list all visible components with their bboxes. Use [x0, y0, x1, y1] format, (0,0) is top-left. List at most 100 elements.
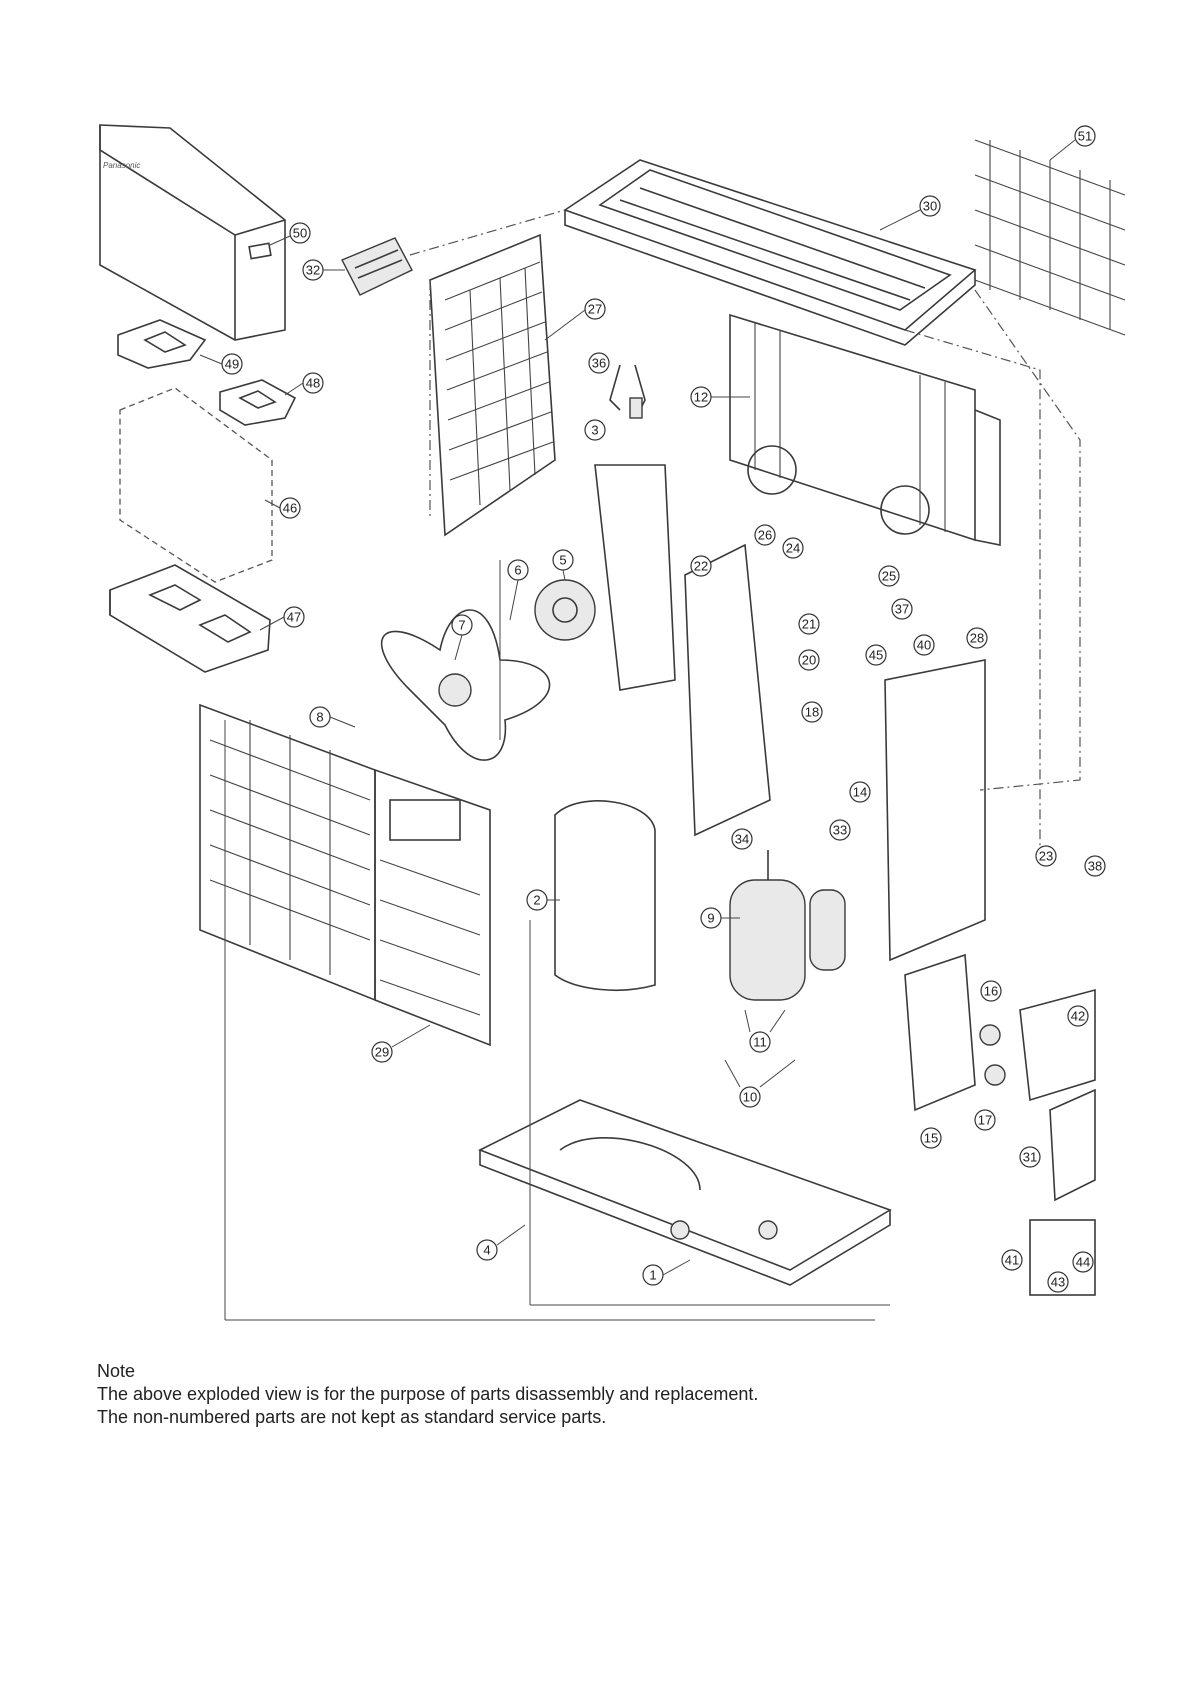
part-control-panel-28: [885, 660, 985, 960]
part-heat-exchanger-12: [730, 315, 1000, 545]
svg-text:46: 46: [283, 501, 297, 516]
svg-text:4: 4: [483, 1243, 490, 1258]
part-cover-31: [1050, 1090, 1095, 1200]
callout-30: 30: [920, 196, 940, 216]
callout-37: 37: [892, 599, 912, 619]
part-panel-46: [120, 388, 272, 582]
svg-text:7: 7: [458, 618, 465, 633]
part-panel-22: [685, 545, 770, 835]
part-valves-16-17: [980, 1025, 1005, 1085]
svg-text:50: 50: [293, 226, 307, 241]
svg-text:47: 47: [287, 610, 301, 625]
callout-14: 14: [850, 782, 870, 802]
svg-text:45: 45: [869, 648, 883, 663]
callout-24: 24: [783, 538, 803, 558]
callout-29: 29: [372, 1042, 392, 1062]
assembly-lines: [225, 210, 1080, 1320]
callout-28: 28: [967, 628, 987, 648]
svg-text:27: 27: [588, 302, 602, 317]
part-insulation-2: [555, 801, 655, 990]
callout-44: 44: [1073, 1252, 1093, 1272]
callout-11: 11: [750, 1032, 770, 1052]
callout-21: 21: [799, 614, 819, 634]
svg-text:43: 43: [1051, 1275, 1065, 1290]
svg-text:30: 30: [923, 199, 937, 214]
callout-40: 40: [914, 635, 934, 655]
part-tray-47: [110, 565, 270, 672]
part-base-pan-1: [480, 1100, 890, 1285]
callout-47: 47: [284, 607, 304, 627]
callout-23: 23: [1036, 846, 1056, 866]
callout-27: 27: [585, 299, 605, 319]
part-box: Panasonic: [100, 125, 285, 340]
part-valve-plate-15: [905, 955, 975, 1110]
svg-text:10: 10: [743, 1090, 757, 1105]
svg-text:25: 25: [882, 569, 896, 584]
note-heading: Note: [97, 1360, 758, 1383]
svg-text:2: 2: [533, 893, 540, 908]
callout-4: 4: [477, 1240, 497, 1260]
svg-text:5: 5: [559, 553, 566, 568]
callout-9: 9: [701, 908, 721, 928]
callout-3: 3: [585, 420, 605, 440]
part-front-grille-29: [200, 705, 490, 1045]
part-bracket-49: [118, 320, 205, 368]
svg-text:12: 12: [694, 390, 708, 405]
svg-text:14: 14: [853, 785, 867, 800]
callout-43: 43: [1048, 1272, 1068, 1292]
note-block: Note The above exploded view is for the …: [97, 1360, 758, 1429]
callout-45: 45: [866, 645, 886, 665]
svg-text:42: 42: [1071, 1009, 1085, 1024]
part-wires-36: [610, 365, 645, 418]
svg-text:31: 31: [1023, 1150, 1037, 1165]
note-line-2: The non-numbered parts are not kept as s…: [97, 1406, 758, 1429]
svg-text:3: 3: [591, 423, 598, 438]
callout-32: 32: [303, 260, 323, 280]
svg-text:40: 40: [917, 638, 931, 653]
callout-22: 22: [691, 556, 711, 576]
part-cover-42: [1020, 990, 1095, 1100]
callout-leaders: [200, 140, 1075, 1275]
callout-31: 31: [1020, 1147, 1040, 1167]
svg-text:22: 22: [694, 559, 708, 574]
part-bracket-3: [595, 465, 675, 690]
svg-text:6: 6: [514, 563, 521, 578]
callout-8: 8: [310, 707, 330, 727]
svg-text:49: 49: [225, 357, 239, 372]
svg-text:33: 33: [833, 823, 847, 838]
part-bracket-48: [220, 380, 295, 425]
callout-25: 25: [879, 566, 899, 586]
svg-text:16: 16: [984, 984, 998, 999]
svg-text:32: 32: [306, 263, 320, 278]
svg-text:20: 20: [802, 653, 816, 668]
svg-text:8: 8: [316, 710, 323, 725]
svg-text:34: 34: [735, 832, 749, 847]
svg-text:18: 18: [805, 705, 819, 720]
callout-2: 2: [527, 890, 547, 910]
part-side-panel-27: [430, 235, 555, 535]
svg-text:48: 48: [306, 376, 320, 391]
svg-text:36: 36: [592, 356, 606, 371]
part-wire-grille-51: [975, 140, 1125, 335]
callout-42: 42: [1068, 1006, 1088, 1026]
svg-text:1: 1: [649, 1268, 656, 1283]
callout-33: 33: [830, 820, 850, 840]
brand-label: Panasonic: [103, 161, 140, 170]
callout-51: 51: [1075, 126, 1095, 146]
callout-18: 18: [802, 702, 822, 722]
part-fan-motor-5: [535, 580, 595, 640]
callout-26: 26: [755, 525, 775, 545]
callout-7: 7: [452, 615, 472, 635]
svg-text:26: 26: [758, 528, 772, 543]
callout-5: 5: [553, 550, 573, 570]
note-line-1: The above exploded view is for the purpo…: [97, 1383, 758, 1406]
callout-49: 49: [222, 354, 242, 374]
callout-38: 38: [1085, 856, 1105, 876]
svg-text:44: 44: [1076, 1255, 1090, 1270]
part-pcb-32: [342, 238, 412, 295]
svg-text:21: 21: [802, 617, 816, 632]
callout-10: 10: [740, 1087, 760, 1107]
callout-20: 20: [799, 650, 819, 670]
callout-17: 17: [975, 1110, 995, 1130]
